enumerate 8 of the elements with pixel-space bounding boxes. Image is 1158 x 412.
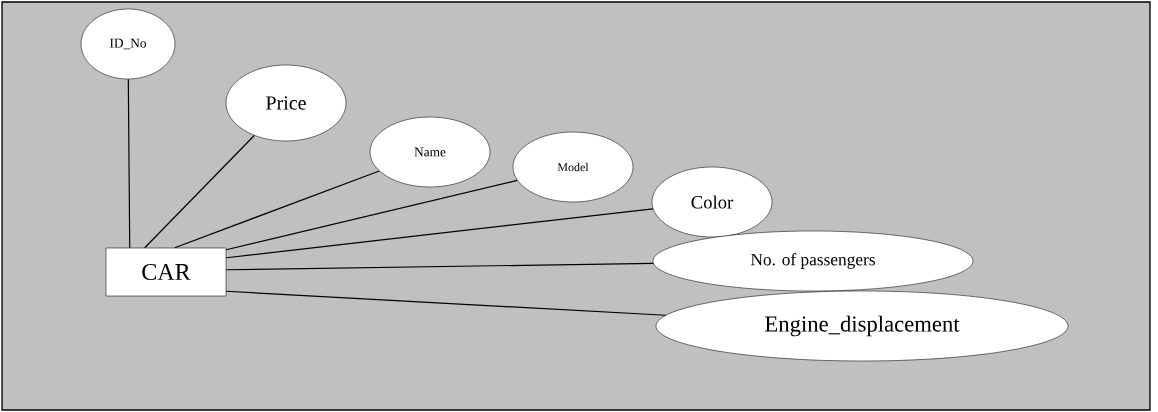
connector-line [225,262,654,271]
connector-line [225,208,654,259]
connector-line [174,170,380,249]
connector-line [127,78,131,249]
connector-line [144,134,255,249]
entity-box: CAR [105,247,227,297]
connector-line [225,290,667,316]
connector-line [225,179,518,251]
